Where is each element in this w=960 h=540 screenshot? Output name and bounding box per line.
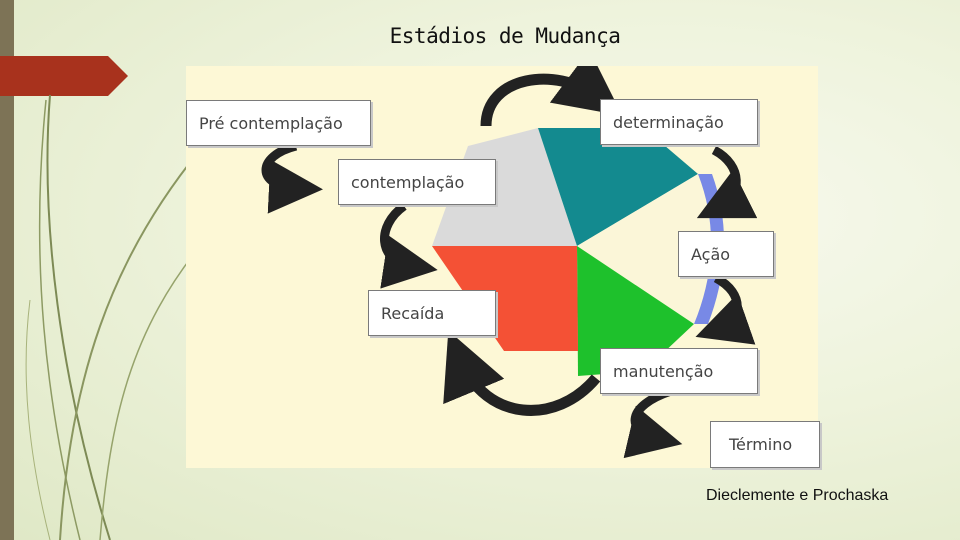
arrow-contemp	[385, 206, 411, 266]
arrow-termino	[635, 391, 671, 438]
diagram-panel: Pré contemplação contemplação determinaç…	[186, 66, 818, 468]
credit-text: Dieclemente e Prochaska	[706, 487, 888, 505]
stage-contemplacao: contemplação	[338, 159, 496, 205]
arrow-top	[486, 79, 596, 126]
stage-determinacao: determinação	[600, 99, 758, 145]
stage-acao: Ação	[678, 231, 774, 277]
stage-termino: Término	[710, 421, 820, 468]
arrow-bottom	[461, 361, 596, 410]
stage-manutencao: manutenção	[600, 348, 758, 394]
stage-recaida: Recaída	[368, 290, 496, 336]
stage-pre-contemplacao: Pré contemplação	[186, 100, 371, 146]
arrow-precont	[266, 146, 296, 188]
slide-title: Estádios de Mudança	[0, 24, 960, 48]
